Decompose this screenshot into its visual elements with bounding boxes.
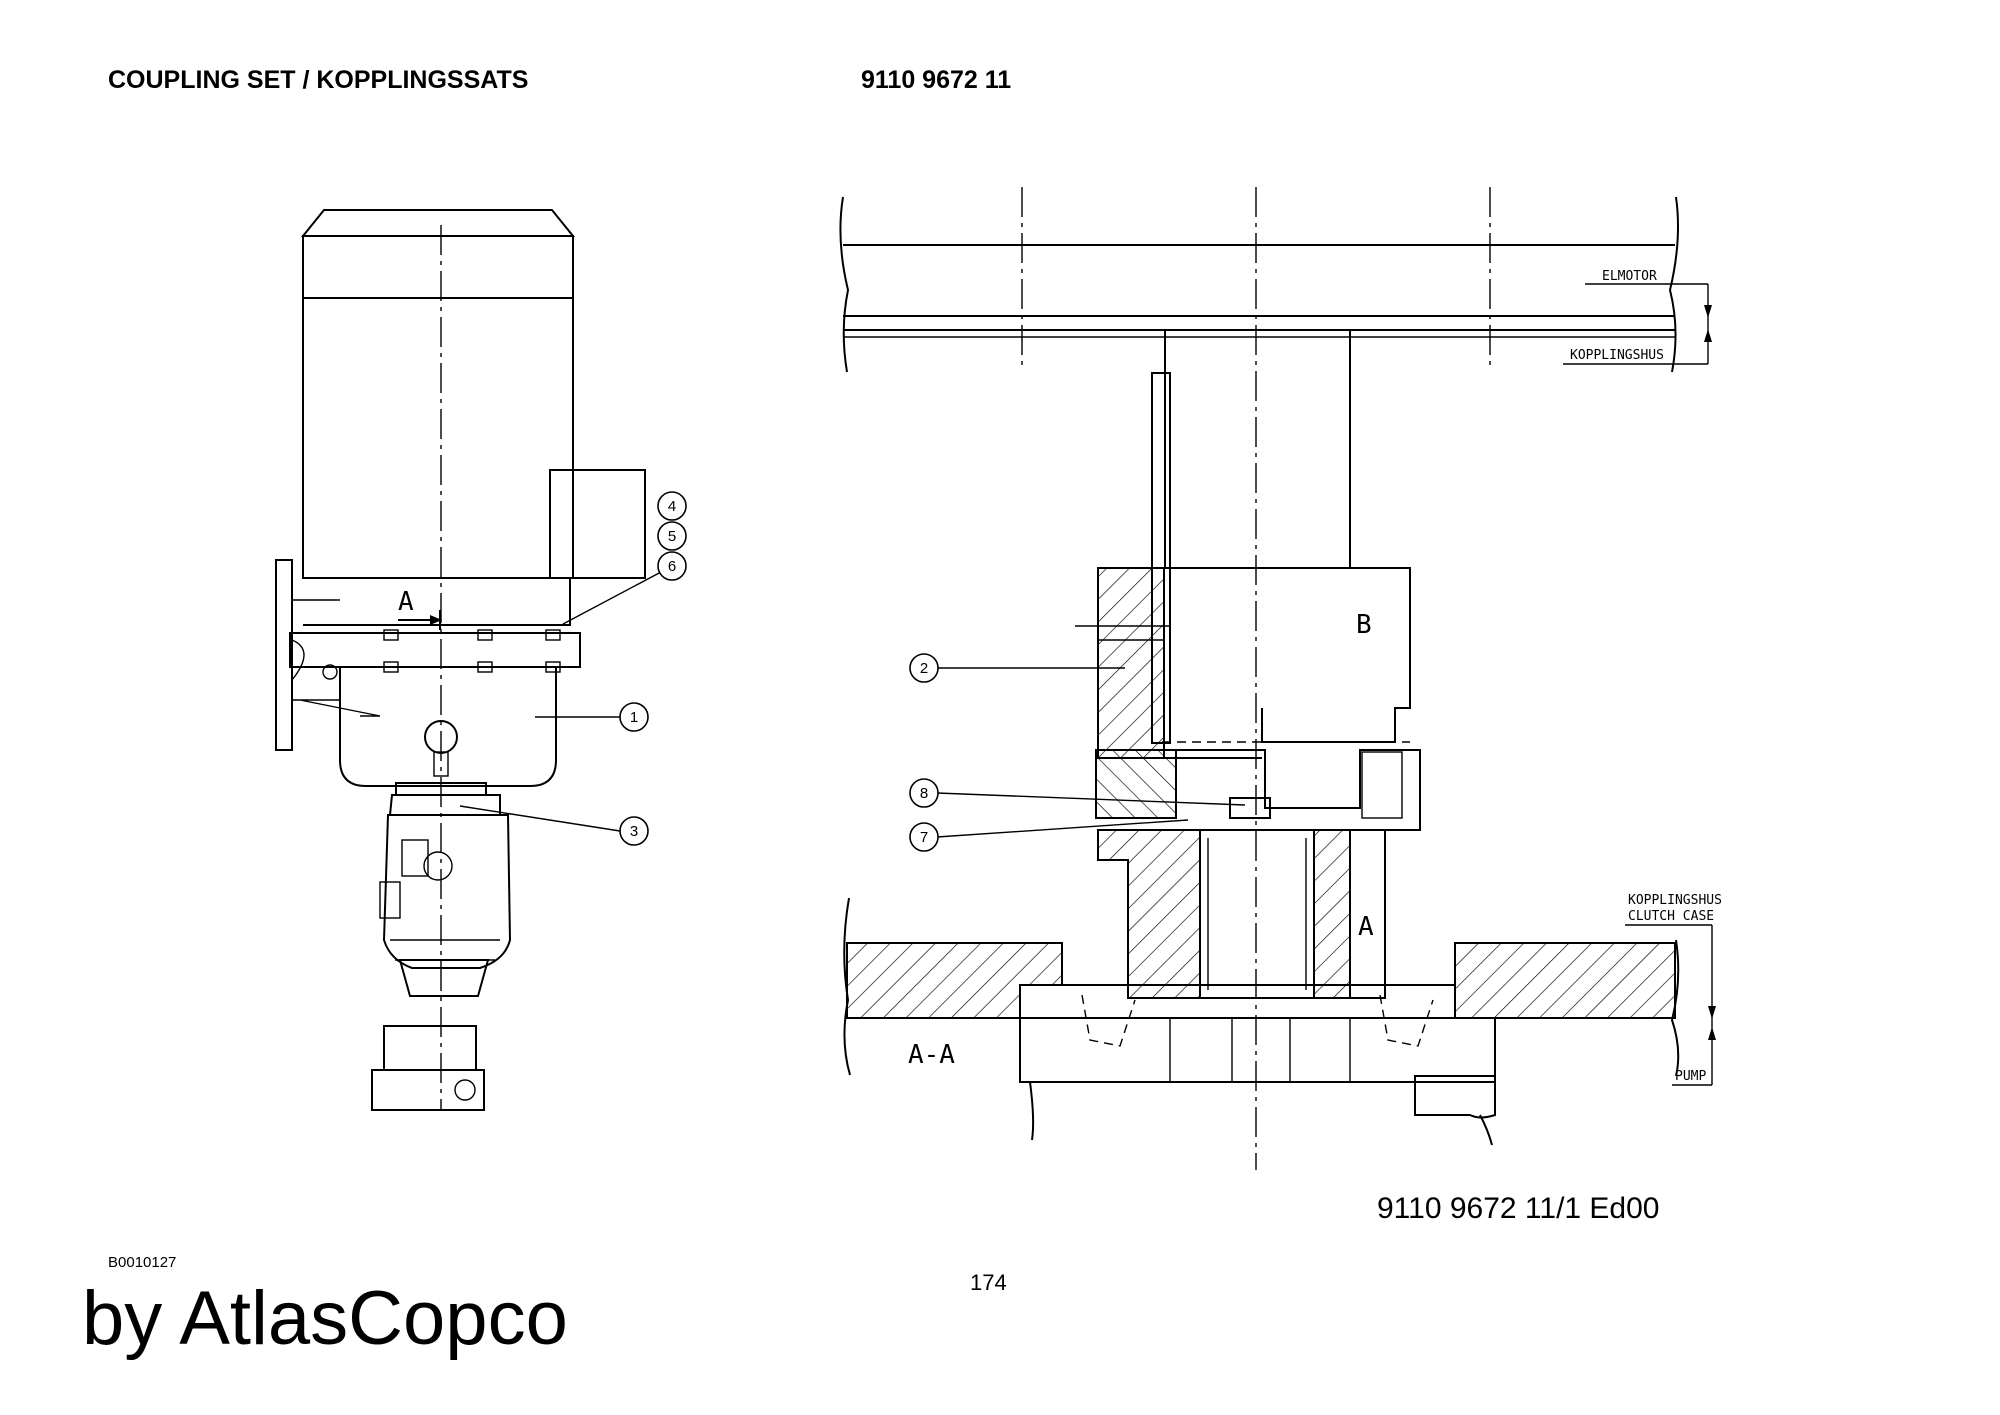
motor-fan-cover bbox=[302, 235, 574, 299]
callout-6: 6 bbox=[668, 558, 676, 575]
note-clutch-case: CLUTCH CASE bbox=[1628, 909, 1714, 924]
callout-3: 3 bbox=[630, 823, 638, 840]
callout-1: 1 bbox=[630, 709, 638, 726]
pump-body bbox=[382, 814, 512, 969]
view-label-a: A bbox=[1358, 912, 1374, 942]
clutch-case-left bbox=[846, 942, 1063, 1019]
motor-top-cap bbox=[300, 209, 576, 237]
mount-bracket bbox=[275, 559, 293, 751]
brand-footer: by AtlasCopco bbox=[82, 1276, 568, 1361]
pump-end-cover bbox=[371, 1069, 485, 1111]
flange-bolts bbox=[322, 629, 561, 680]
view-label-b: B bbox=[1356, 610, 1372, 640]
terminal-box bbox=[549, 469, 646, 579]
part-number: 9110 9672 11 bbox=[861, 66, 1012, 94]
pump-end-block bbox=[383, 1025, 477, 1071]
side-view: A bbox=[275, 209, 646, 1111]
note-elmotor: ELMOTOR bbox=[1602, 269, 1657, 284]
pump-rotor bbox=[398, 959, 490, 997]
note-kopplingshus-bottom: KOPPLINGSHUS bbox=[1628, 893, 1722, 908]
section-view: B A A-A bbox=[839, 187, 1680, 1170]
section-label-aa: A-A bbox=[908, 1040, 955, 1070]
callout-7: 7 bbox=[920, 829, 928, 846]
motor-housing bbox=[302, 297, 574, 579]
note-kopplingshus-top: KOPPLINGSHUS bbox=[1570, 348, 1664, 363]
note-pump: PUMP bbox=[1675, 1069, 1706, 1084]
coupling-half-hatch bbox=[1097, 567, 1165, 759]
page-number: 174 bbox=[970, 1270, 1007, 1295]
coupling-flange bbox=[289, 632, 581, 668]
section-marker-a: A bbox=[398, 587, 414, 617]
callout-4: 4 bbox=[668, 498, 676, 515]
bell-housing bbox=[339, 667, 557, 787]
motor-flange bbox=[303, 577, 571, 626]
section-callouts: 2 8 7 bbox=[909, 653, 1246, 852]
page-title: COUPLING SET / KOPPLINGSSATS bbox=[108, 66, 529, 94]
callout-2: 2 bbox=[920, 660, 928, 677]
callout-8: 8 bbox=[920, 785, 928, 802]
hub-bore bbox=[1199, 829, 1315, 999]
image-code: B0010127 bbox=[108, 1254, 177, 1271]
set-screw bbox=[1229, 797, 1271, 819]
callout-5: 5 bbox=[668, 528, 676, 545]
drawing-reference: 9110 9672 11/1 Ed00 bbox=[1377, 1192, 1660, 1225]
clutch-case-right bbox=[1454, 942, 1676, 1019]
side-callouts: 4 5 6 1 3 bbox=[459, 491, 687, 846]
section-notes: ELMOTOR KOPPLINGSHUS KOPPLINGSHUS CLUTCH… bbox=[1563, 269, 1722, 1086]
